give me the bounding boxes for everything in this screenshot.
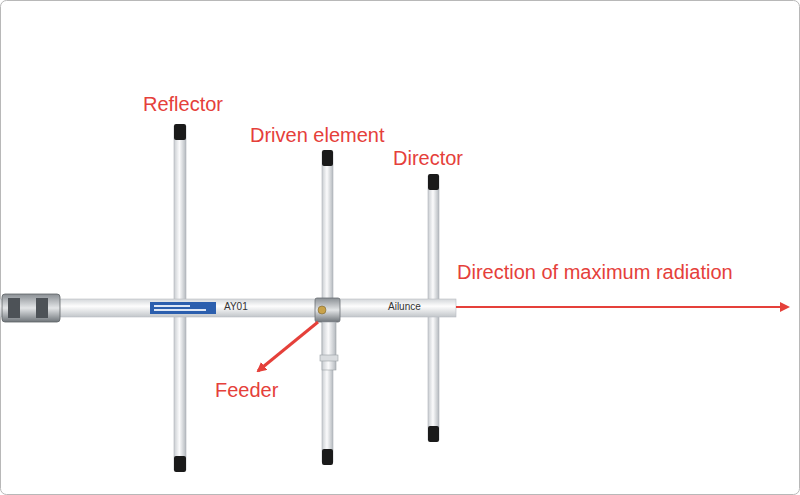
part-label: Reflector: [143, 93, 223, 116]
model-marking: AY01: [224, 301, 248, 313]
mast-clamp: [2, 294, 60, 322]
feed-connector: [315, 298, 340, 370]
reflector-rod: [174, 124, 186, 472]
boom: [0, 299, 456, 317]
part-label: Director: [393, 147, 463, 170]
radiation-arrow: [456, 306, 788, 308]
feeder-leader-arrow: [258, 322, 318, 371]
part-label: Feeder: [215, 379, 278, 402]
part-label: Driven element: [250, 124, 385, 147]
brand-marking: Ailunce: [388, 301, 421, 313]
direction-label: Direction of maximum radiation: [457, 261, 733, 284]
